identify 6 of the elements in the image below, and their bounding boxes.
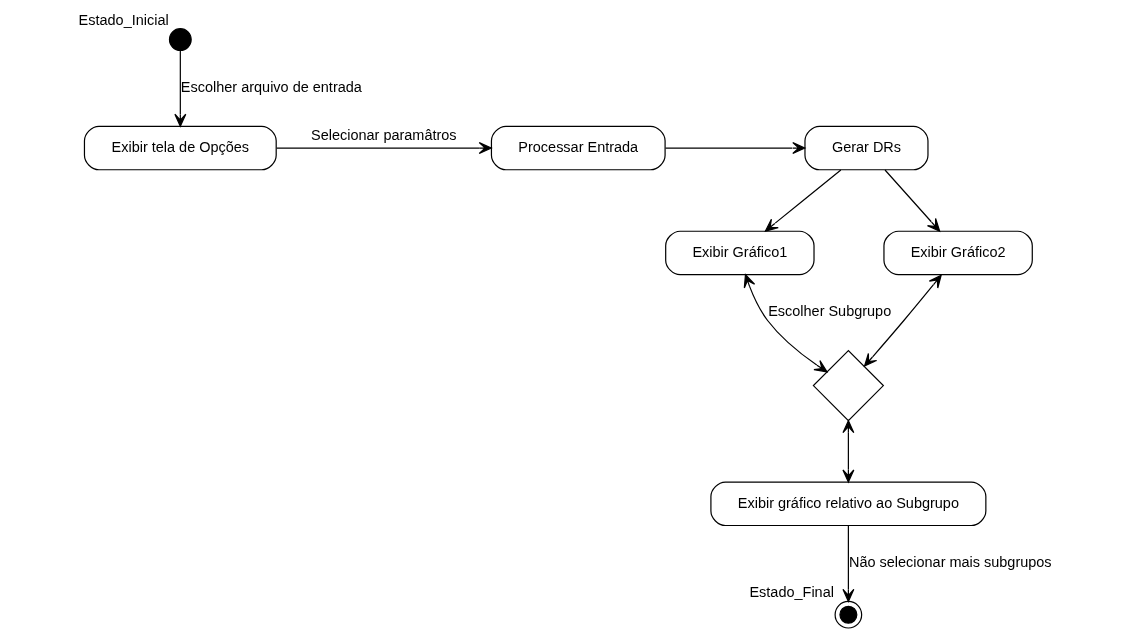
- node-label: Estado_Final: [749, 584, 834, 601]
- edge-label: Selecionar paramâtros: [311, 127, 457, 144]
- edge-label: Escolher arquivo de entrada: [180, 79, 362, 96]
- edge-label: Não selecionar mais subgrupos: [848, 554, 1052, 571]
- edge-label: Escolher Subgrupo: [768, 303, 892, 320]
- node-label: Estado_Inicial: [78, 11, 169, 28]
